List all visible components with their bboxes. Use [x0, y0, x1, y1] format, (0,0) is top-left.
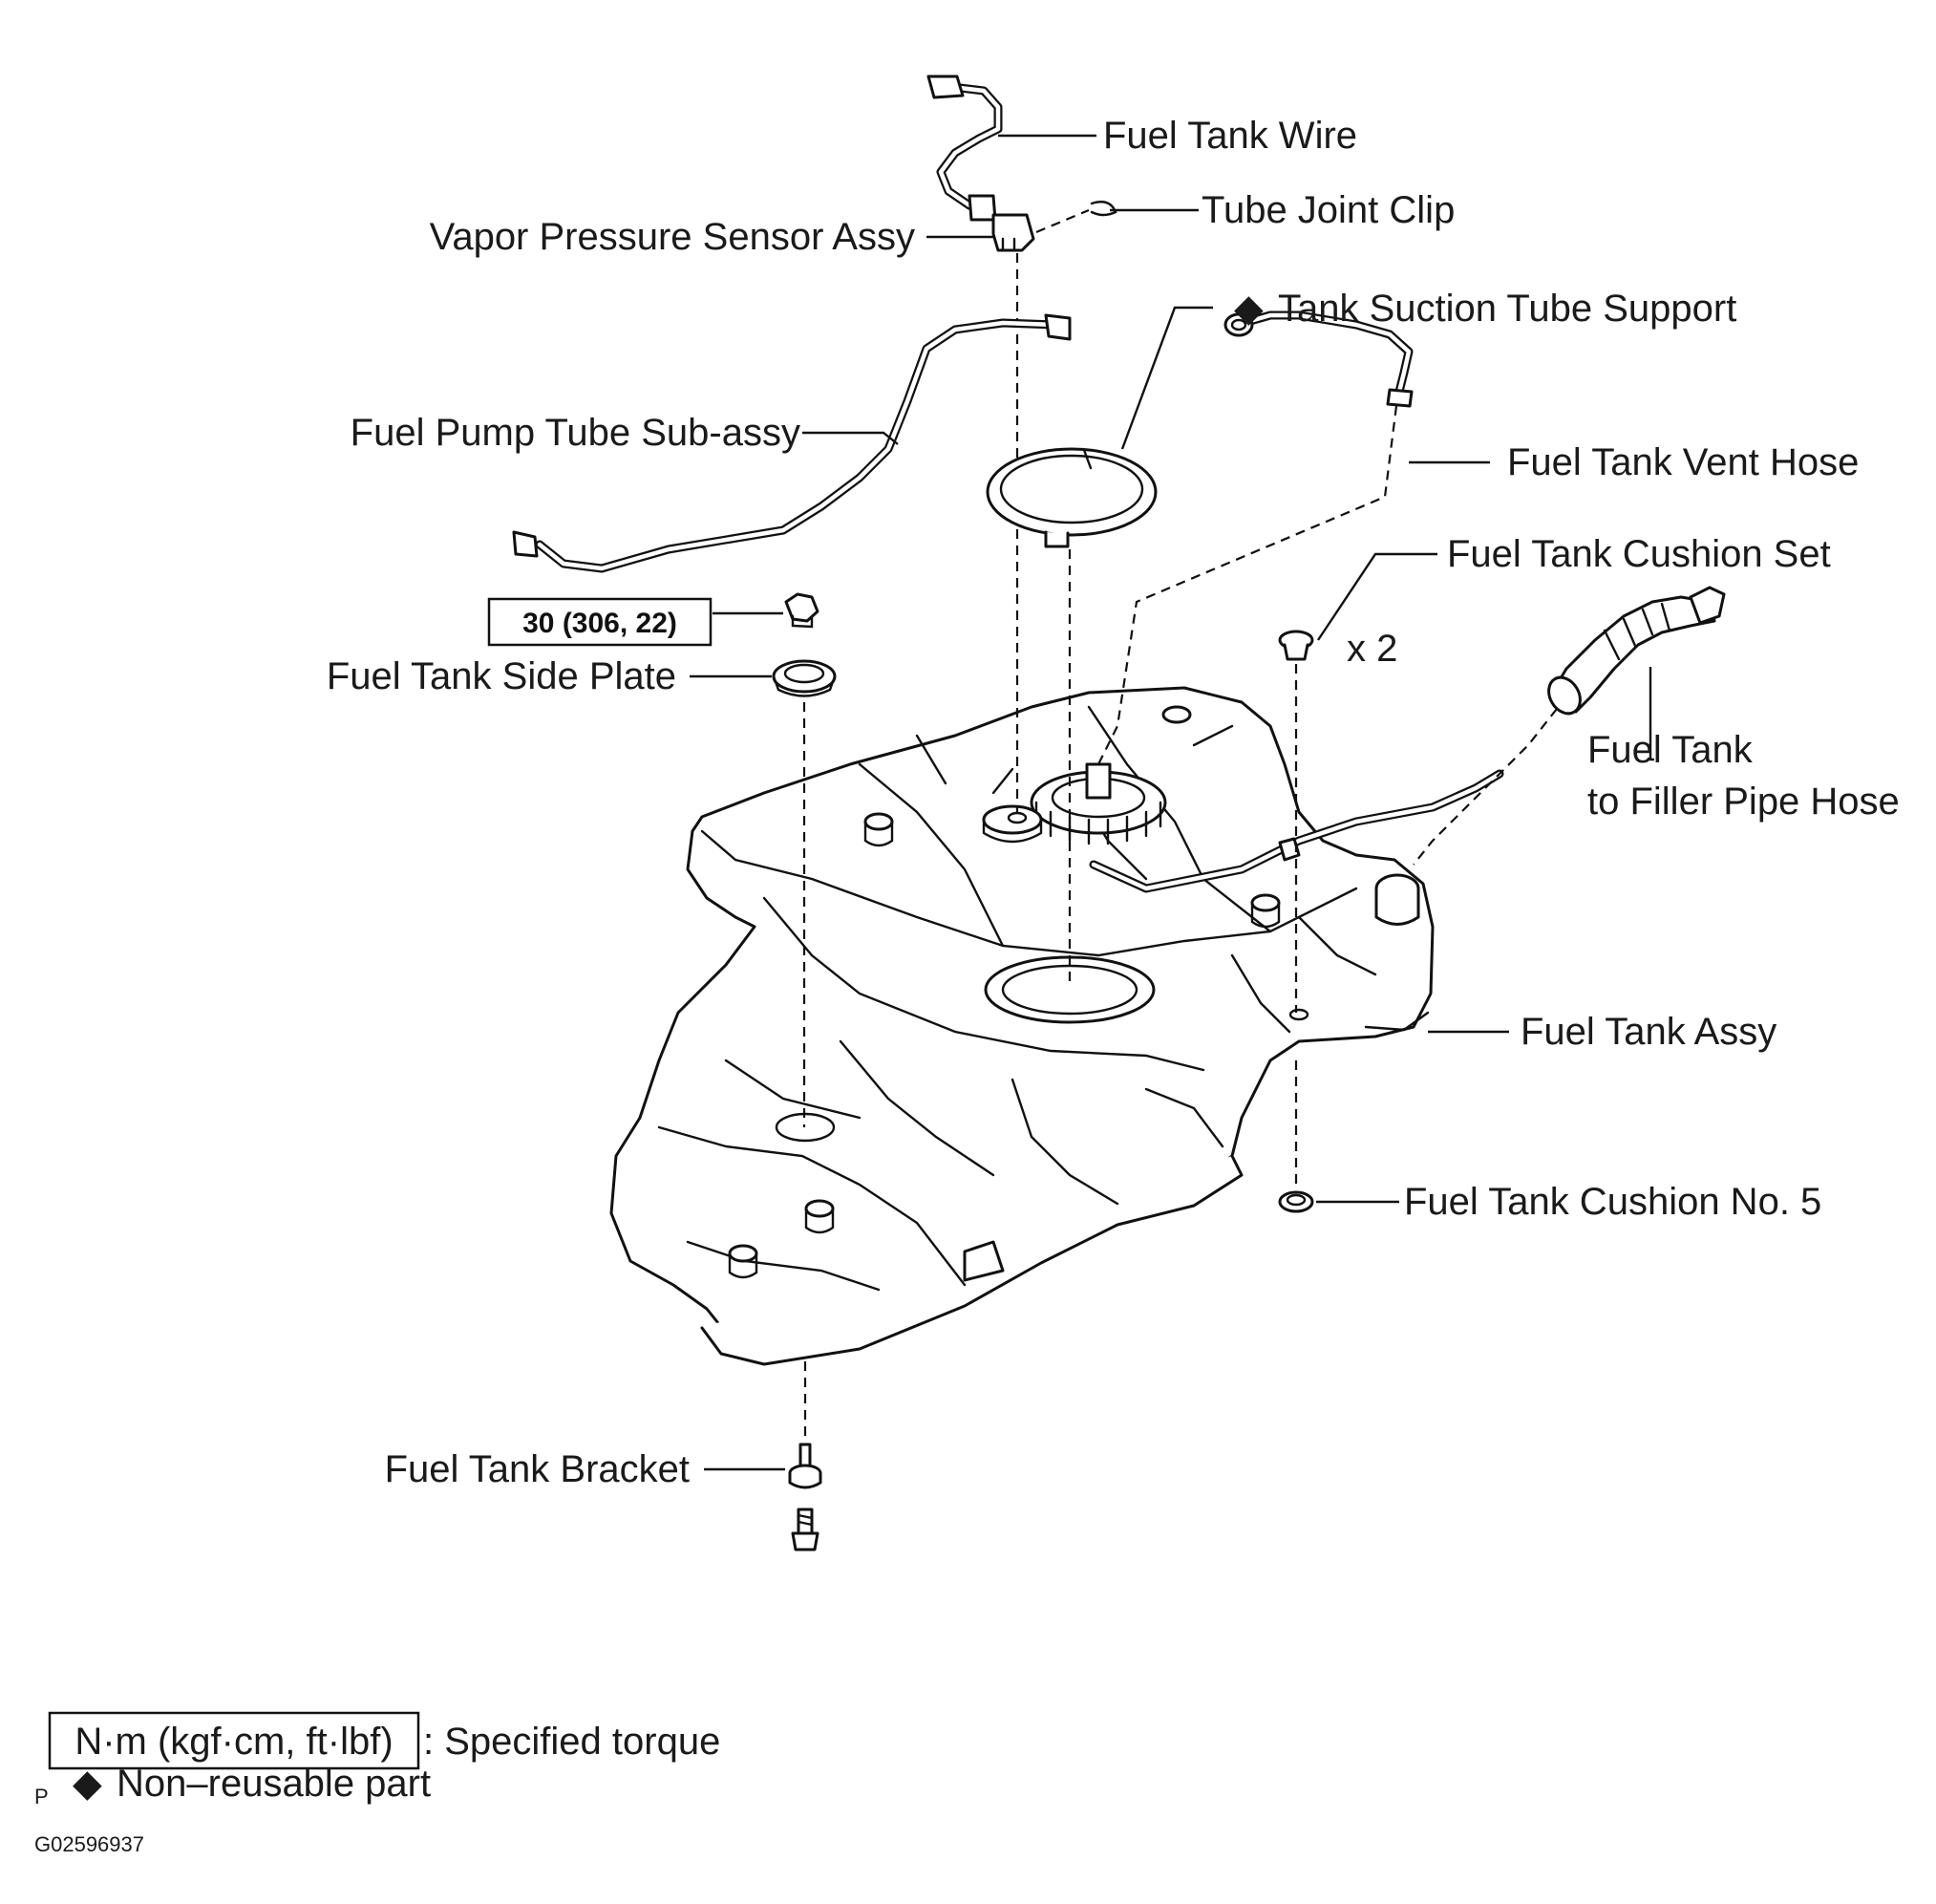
leader-lines [690, 134, 1654, 1471]
label-tank-suction-tube-support: Tank Suction Tube Support [1278, 288, 1736, 330]
legend-torque-desc: : Specified torque [423, 1721, 720, 1763]
legend: N·m (kgf·cm, ft·lbf) : Specified torque … [34, 1711, 720, 1856]
legend-non-reusable-desc: Non–reusable part [117, 1763, 431, 1805]
label-fuel-pump-tube: Fuel Pump Tube Sub-assy [351, 412, 800, 454]
label-tube-joint-clip: Tube Joint Clip [1202, 189, 1455, 231]
legend-torque-units: N·m (kgf·cm, ft·lbf) [74, 1721, 393, 1763]
label-fuel-tank-assy: Fuel Tank Assy [1521, 1011, 1776, 1053]
torque-spec-value: 30 (306, 22) [522, 608, 677, 639]
legend-page-marker: P [34, 1785, 49, 1808]
fuel-tank-cushion-set-drawing [1278, 630, 1314, 661]
fuel-tank-bracket-drawing [788, 1443, 822, 1551]
side-plate-nut-drawing [784, 592, 819, 629]
fuel-tank-wire-drawing [926, 75, 1003, 222]
label-cushion-qty: x 2 [1347, 628, 1397, 670]
vapor-pressure-sensor-drawing [991, 213, 1035, 252]
label-vapor-pressure-sensor: Vapor Pressure Sensor Assy [430, 216, 915, 258]
torque-spec-box: 30 (306, 22) [487, 597, 713, 647]
tank-suction-tube-support-drawing [986, 447, 1158, 548]
labels: Fuel Tank Wire Tube Joint Clip Vapor Pre… [327, 115, 1900, 1490]
fuel-tank-cushion-no5-drawing [1278, 1190, 1314, 1213]
filler-pipe-hose-drawing [1547, 586, 1726, 716]
label-filler-pipe-hose-1: Fuel Tank [1587, 729, 1754, 771]
label-filler-pipe-hose-2: to Filler Pipe Hose [1587, 781, 1900, 823]
fuel-tank-vent-hose-drawing [1223, 310, 1414, 408]
label-fuel-tank-side-plate: Fuel Tank Side Plate [327, 655, 676, 697]
legend-non-reusable-icon: ◆ [73, 1763, 102, 1805]
label-fuel-tank-bracket: Fuel Tank Bracket [385, 1448, 690, 1490]
label-fuel-tank-cushion-no5: Fuel Tank Cushion No. 5 [1404, 1181, 1821, 1223]
figure-id: G02596937 [34, 1832, 144, 1856]
label-fuel-tank-wire: Fuel Tank Wire [1103, 115, 1357, 157]
fuel-pump-tube-drawing [512, 313, 1072, 573]
label-fuel-tank-cushion-set: Fuel Tank Cushion Set [1447, 533, 1831, 575]
fuel-tank-side-plate-drawing [772, 659, 837, 697]
label-fuel-tank-vent-hose: Fuel Tank Vent Hose [1507, 441, 1859, 483]
tube-joint-clip-drawing [1090, 201, 1117, 217]
fuel-tank-assy-drawing [609, 686, 1504, 1366]
non-reusable-icon: ◆ [1234, 288, 1264, 330]
